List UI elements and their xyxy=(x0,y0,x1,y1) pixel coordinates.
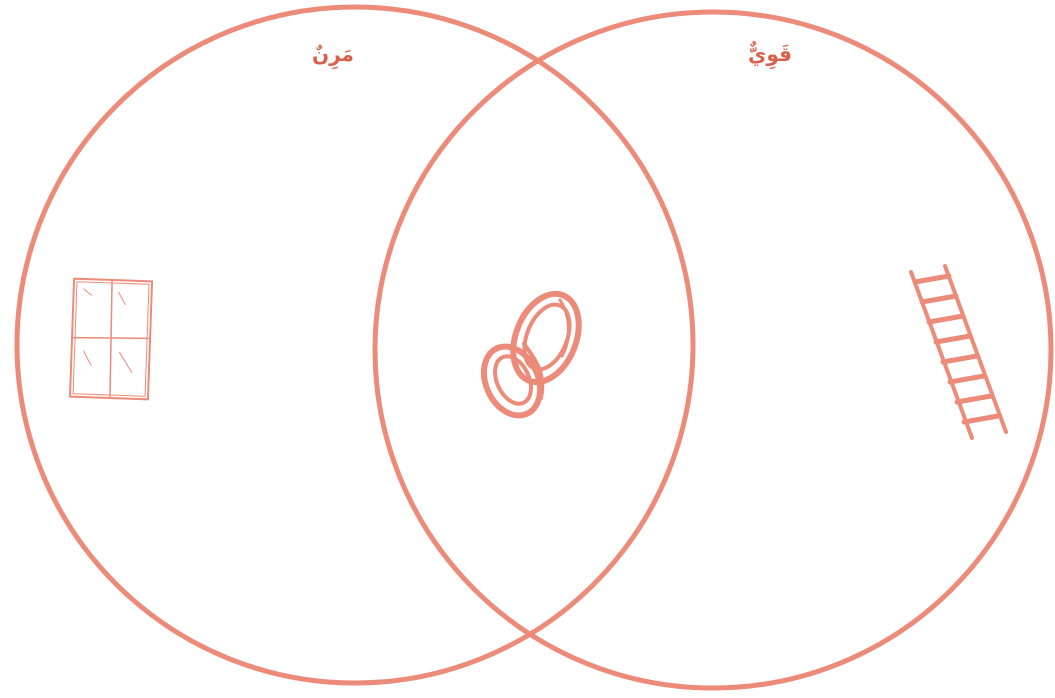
right-set-label: قَوِيٌّ xyxy=(748,42,792,66)
ladder-icon xyxy=(911,266,1006,438)
right-set-circle xyxy=(375,12,1051,688)
cloth-napkin-icon xyxy=(70,279,152,400)
rope-icon xyxy=(473,284,591,425)
left-set-circle xyxy=(17,7,693,683)
left-set-label: مَرِنٌ xyxy=(312,42,354,66)
